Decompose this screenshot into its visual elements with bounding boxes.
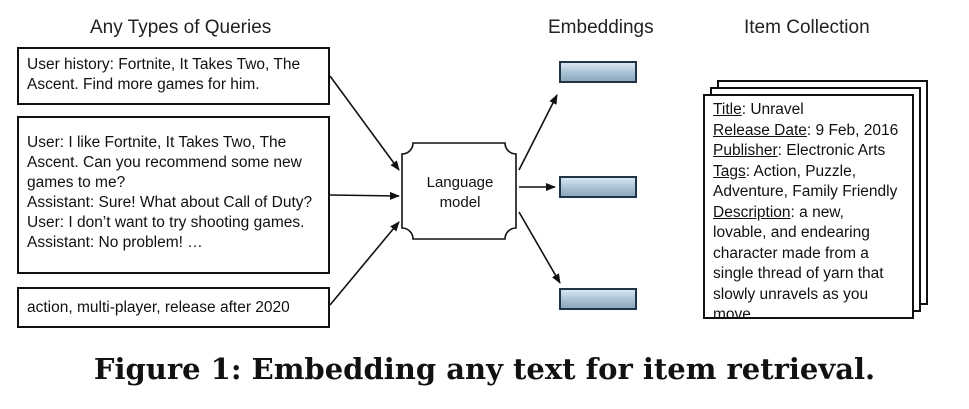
query-line: Ascent. Find more games for him. (27, 76, 260, 93)
arrow-query2-to-model (329, 191, 400, 200)
query-line: games to me? (27, 174, 126, 191)
item-field-tags: Tags: Action, Puzzle, (713, 162, 904, 183)
query-line: action, multi-player, release after 2020 (27, 299, 290, 316)
query-line: Assistant: No problem! … (27, 234, 203, 251)
item-key: Tags (713, 162, 746, 180)
query-box-user-history: User history: Fortnite, It Takes Two, Th… (17, 47, 330, 105)
item-value: : Action, Puzzle, (745, 162, 857, 180)
arrow-query1-to-model (329, 75, 400, 171)
query-line: User: I like Fortnite, It Takes Two, The (27, 134, 287, 151)
item-field-tags-cont: Adventure, Family Friendly (713, 182, 904, 203)
item-key: Publisher (713, 142, 778, 159)
query-line: User history: Fortnite, It Takes Two, Th… (27, 56, 301, 73)
item-field-title: Title: Unravel (713, 100, 904, 121)
item-field-description-cont: character made from a (713, 244, 904, 265)
item-field-description-cont: single thread of yarn that (713, 264, 904, 285)
embedding-bar-2 (559, 176, 637, 198)
language-model-label: Language model (401, 173, 519, 213)
item-field-description-cont: lovable, and endearing (713, 223, 904, 244)
item-value: : 9 Feb, 2016 (806, 121, 899, 139)
query-line: Ascent. Can you recommend some new (27, 154, 302, 171)
item-value: Adventure, Family Friendly (713, 183, 898, 200)
item-field-description: Description: a new, (713, 203, 904, 224)
item-value: single thread of yarn that (713, 265, 884, 282)
language-model-line2: model (439, 194, 481, 211)
arrow-query3-to-model (329, 221, 400, 306)
query-box-conversation: User: I like Fortnite, It Takes Two, The… (17, 116, 330, 274)
arrow-model-to-embedding1 (518, 94, 558, 171)
item-field-description-cont: slowly unravels as you (713, 285, 904, 306)
language-model-line1: Language (426, 174, 494, 191)
item-value: lovable, and endearing (713, 224, 870, 241)
queries-heading: Any Types of Queries (90, 17, 272, 38)
item-key: Title (713, 101, 742, 118)
item-key: Description (713, 203, 791, 221)
embeddings-heading: Embeddings (548, 17, 654, 38)
item-collection-heading: Item Collection (744, 17, 870, 38)
item-value: slowly unravels as you (713, 285, 869, 303)
arrow-model-to-embedding3 (518, 211, 561, 284)
item-field-release-date: Release Date: 9 Feb, 2016 (713, 121, 904, 142)
item-field-description-cont: move … (713, 305, 904, 326)
item-value: character made from a (713, 244, 869, 262)
item-field-publisher: Publisher: Electronic Arts (713, 141, 904, 162)
item-value: : a new, (790, 203, 844, 221)
item-value: move … (713, 306, 771, 323)
item-key: Release Date (713, 121, 807, 139)
query-box-keywords: action, multi-player, release after 2020 (17, 287, 330, 328)
item-card-front: Title: Unravel Release Date: 9 Feb, 2016… (703, 94, 914, 323)
item-value: : Unravel (741, 101, 804, 118)
query-line: User: I don’t want to try shooting games… (27, 214, 305, 231)
figure-caption: Figure 1: Embedding any text for item re… (93, 352, 876, 386)
query-line: Assistant: Sure! What about Call of Duty… (27, 194, 313, 211)
item-value: : Electronic Arts (777, 142, 886, 159)
embedding-bar-1 (559, 61, 637, 83)
embedding-bar-3 (559, 288, 637, 310)
language-model-shape (401, 142, 517, 240)
